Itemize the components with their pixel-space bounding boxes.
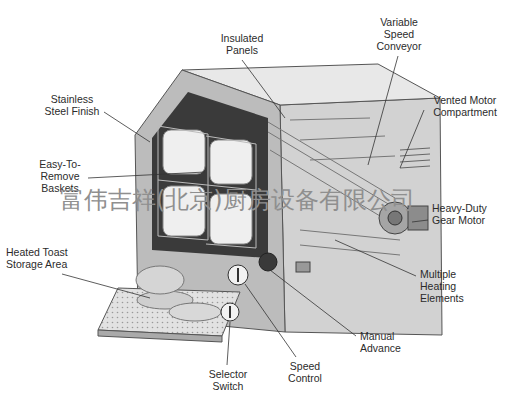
part-label: Manual Advance <box>360 330 412 354</box>
part-label: Variable Speed Conveyor <box>370 16 428 52</box>
part-label: Selector Switch <box>200 368 256 392</box>
controls <box>221 253 310 321</box>
storage-tray <box>98 266 240 342</box>
watermark: 富伟吉祥(北京)厨房设备有限公司 <box>60 186 440 214</box>
part-label: Heated Toast Storage Area <box>6 246 84 270</box>
part-label: Multiple Heating Elements <box>420 268 480 304</box>
side-panel <box>280 98 442 335</box>
part-label: Heavy-Duty Gear Motor <box>432 202 506 226</box>
toaster-opening <box>152 92 268 258</box>
part-label: Insulated Panels <box>212 32 272 56</box>
part-label: Vented Motor Compartment <box>424 94 506 118</box>
part-label: Speed Control <box>280 360 330 384</box>
part-label: Stainless Steel Finish <box>40 93 104 117</box>
